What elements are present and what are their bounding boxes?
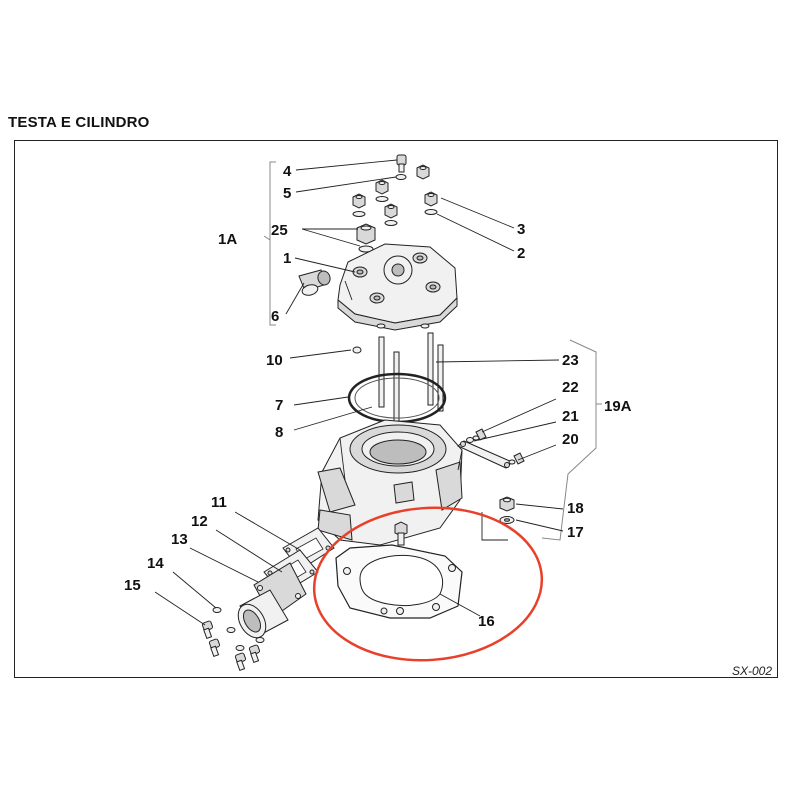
part-4-screw[interactable] bbox=[396, 154, 407, 173]
gasket-stud bbox=[394, 521, 408, 546]
callout-21: 21 bbox=[562, 408, 579, 425]
callout-20: 20 bbox=[562, 431, 579, 448]
part-16-base-gasket[interactable] bbox=[335, 544, 463, 619]
part-18-nut[interactable] bbox=[499, 496, 515, 512]
callout-14: 14 bbox=[147, 555, 164, 572]
group-label-1A: 1A bbox=[218, 231, 237, 248]
callout-22: 22 bbox=[562, 379, 579, 396]
part-23-studs[interactable] bbox=[378, 332, 444, 423]
callout-11: 11 bbox=[211, 494, 227, 511]
part-14-washers[interactable] bbox=[212, 607, 265, 651]
nut-stud bbox=[481, 512, 508, 541]
callout-5: 5 bbox=[283, 185, 291, 202]
part-21-washer[interactable] bbox=[466, 437, 474, 443]
group-label-19A: 19A bbox=[604, 398, 632, 415]
callout-7: 7 bbox=[275, 397, 283, 414]
group-19A-bracket bbox=[541, 339, 602, 541]
callout-4: 4 bbox=[283, 163, 292, 180]
leader-lines bbox=[154, 159, 564, 626]
part-22-screw[interactable] bbox=[472, 428, 487, 441]
part-8-oring[interactable] bbox=[354, 377, 440, 419]
part-6-fitting[interactable] bbox=[298, 269, 332, 297]
callout-8: 8 bbox=[275, 424, 283, 441]
highlight-circle-16 bbox=[312, 506, 544, 662]
part-10-oring[interactable] bbox=[352, 346, 362, 354]
part-20-valve-rod[interactable] bbox=[457, 440, 513, 469]
drawing-frame bbox=[14, 140, 778, 678]
callout-1: 1 bbox=[283, 250, 291, 267]
callout-23: 23 bbox=[562, 352, 579, 369]
part-1-cylinder-head[interactable] bbox=[337, 243, 458, 331]
callout-16: 16 bbox=[478, 613, 495, 630]
drawing-code: SX-002 bbox=[732, 664, 772, 678]
callout-6: 6 bbox=[271, 308, 279, 325]
callout-12: 12 bbox=[191, 513, 208, 530]
callout-10: 10 bbox=[266, 352, 283, 369]
part-20-screw[interactable] bbox=[508, 452, 525, 465]
part-13-intake-manifold[interactable] bbox=[233, 562, 307, 643]
head-small-oring bbox=[376, 323, 386, 329]
callout-13: 13 bbox=[171, 531, 188, 548]
head-small-oring-2 bbox=[420, 323, 430, 329]
part-15-screws[interactable] bbox=[201, 620, 261, 672]
head-nuts[interactable] bbox=[352, 164, 438, 226]
callout-18: 18 bbox=[567, 500, 584, 517]
part-19A-cylinder[interactable] bbox=[317, 419, 463, 546]
callout-17: 17 bbox=[567, 524, 584, 541]
callout-3: 3 bbox=[517, 221, 525, 238]
callout-25: 25 bbox=[271, 222, 288, 239]
part-25-insert[interactable] bbox=[356, 223, 376, 253]
page-title: TESTA E CILINDRO bbox=[8, 114, 150, 131]
part-5-washer[interactable] bbox=[395, 174, 407, 180]
callout-15: 15 bbox=[124, 577, 141, 594]
part-17-washer-hole bbox=[504, 518, 510, 522]
callout-2: 2 bbox=[517, 245, 525, 262]
group-1A-bracket bbox=[263, 161, 276, 326]
